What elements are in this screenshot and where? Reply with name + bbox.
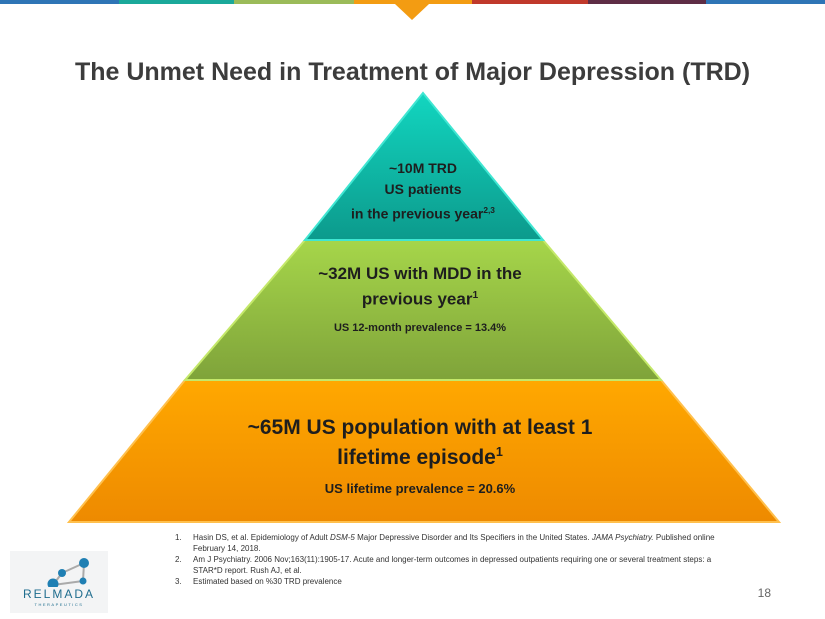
footnote-2: 2. Am J Psychiatry. 2006 Nov;163(11):1905…	[175, 554, 715, 576]
pyramid-tier-top	[302, 91, 546, 241]
top-bar-orange	[354, 0, 472, 4]
top-tier-line1: ~10M TRD	[388, 160, 458, 176]
page-title: The Unmet Need in Treatment of Major Dep…	[74, 58, 751, 86]
footnote-1: 1. Hasin DS, et al. Epidemiology of Adult…	[175, 532, 715, 554]
section-marker-icon	[395, 4, 429, 20]
footnote-text: Estimated based on %30 TRD prevalence	[193, 577, 342, 586]
bottom-tier-prevalence: US lifetime prevalence = 20.6%	[324, 481, 516, 496]
logo-name: RELMADA	[22, 587, 95, 601]
bottom-tier-text: ~65M US population with at least 1 lifet…	[150, 415, 690, 501]
footnote-journal: JAMA Psychiatry.	[591, 533, 654, 542]
middle-tier-line2: previous year	[361, 289, 473, 309]
logo-subtitle: THERAPEUTICS	[34, 602, 84, 607]
top-tier-text: ~10M TRD US patients in the previous yea…	[300, 158, 546, 225]
middle-tier-text: ~32M US with MDD in the previous year1 U…	[220, 263, 620, 339]
middle-tier-footnote-ref: 1	[472, 290, 479, 301]
middle-tier-line1: ~32M US with MDD in the	[318, 264, 522, 283]
footnote-text: Am J Psychiatry. 2006 Nov;163(11):1905-1…	[193, 555, 712, 575]
top-bar-blue	[0, 0, 119, 4]
footnote-number: 1.	[175, 533, 182, 542]
footnote-text: Major Depressive Disorder and Its Specif…	[354, 533, 592, 542]
footnote-3: 3. Estimated based on %30 TRD prevalence	[175, 576, 715, 587]
top-tier-line3: in the previous year	[351, 205, 484, 222]
pyramid	[66, 91, 782, 523]
page-number: 18	[757, 586, 771, 600]
bottom-tier-footnote-ref: 1	[495, 445, 503, 459]
middle-tier-prevalence: US 12-month prevalence = 13.4%	[333, 321, 507, 334]
bottom-tier-line2: lifetime episode	[337, 446, 496, 469]
top-bar-green	[234, 0, 354, 4]
footnote-text: Hasin DS, et al. Epidemiology of Adult	[193, 533, 330, 542]
top-bar-blue-right	[706, 0, 825, 4]
top-tier-line2: US patients	[384, 181, 462, 197]
footnote-number: 2.	[175, 555, 182, 564]
footnotes: 1. Hasin DS, et al. Epidemiology of Adult…	[175, 532, 715, 587]
top-bar-purple	[588, 0, 706, 4]
footnote-number: 3.	[175, 577, 182, 586]
top-bar-teal	[119, 0, 234, 4]
bottom-tier-line1: ~65M US population with at least 1	[247, 416, 593, 439]
footnote-italic: DSM-5	[329, 533, 355, 542]
relmada-logo: RELMADA THERAPEUTICS	[10, 551, 108, 613]
footnote-text: Published online February 14, 2018.	[193, 533, 715, 553]
top-bar-red	[472, 0, 588, 4]
molecule-icon	[47, 558, 89, 587]
top-tier-footnote-ref: 2,3	[483, 205, 495, 215]
